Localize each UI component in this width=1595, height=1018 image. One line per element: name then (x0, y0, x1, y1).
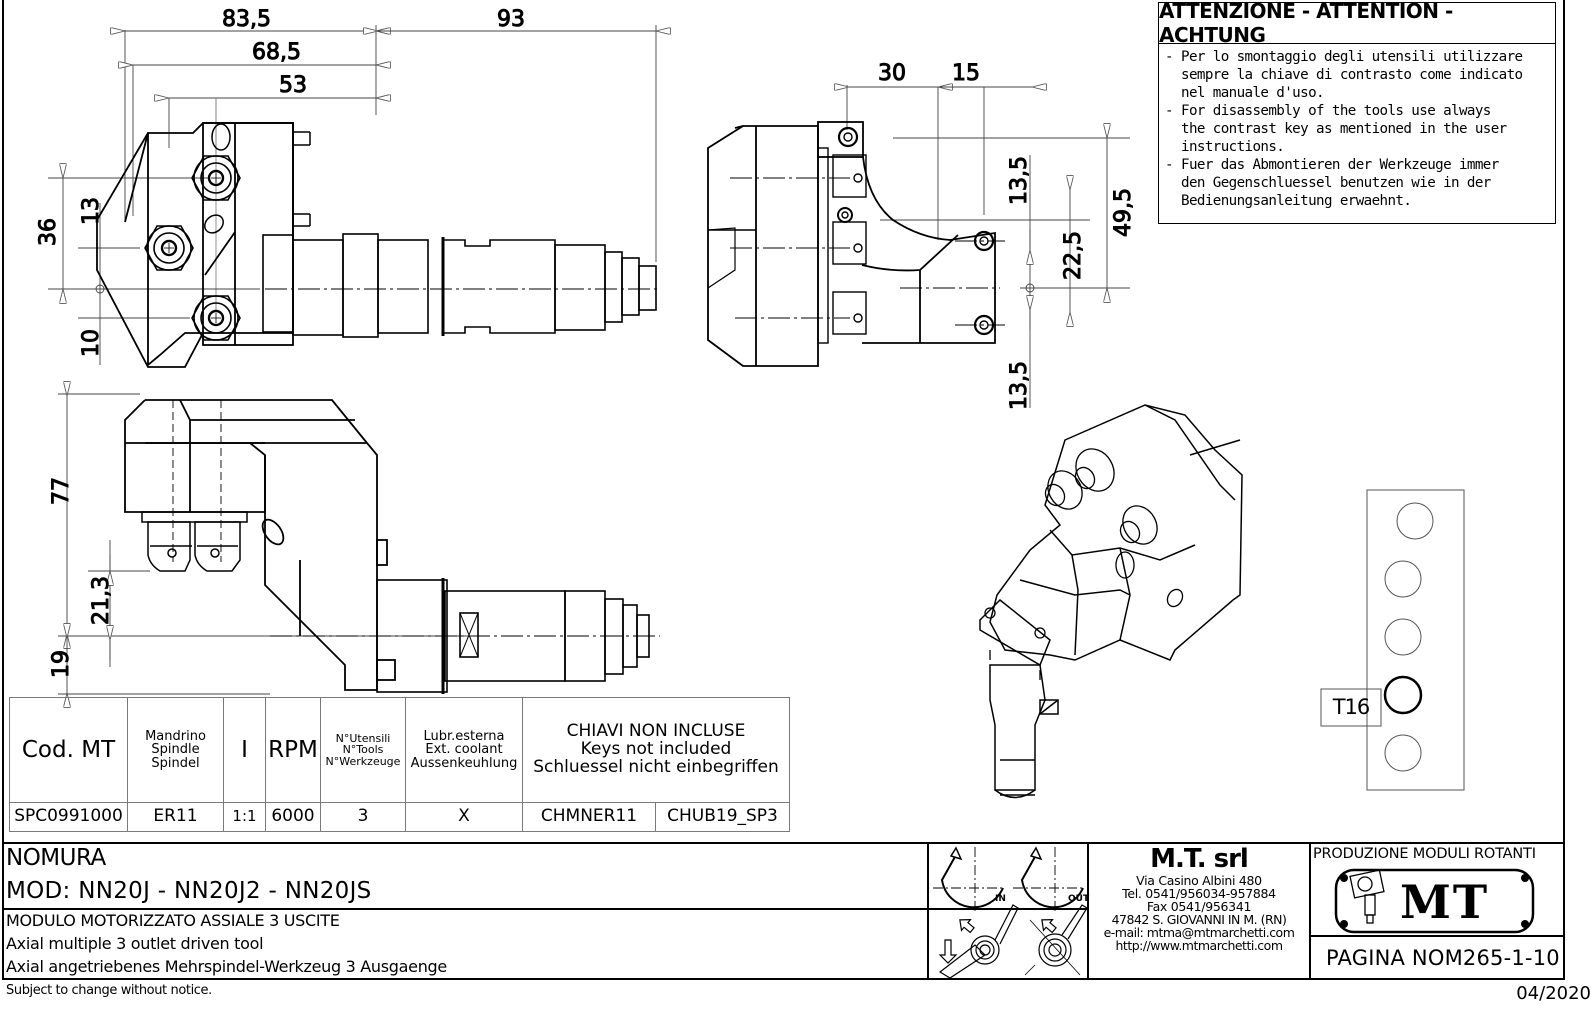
side-view-dimensions (847, 85, 1130, 408)
company-info: M.T. srl Via Casino Albini 480 Tel. 0541… (1089, 844, 1309, 952)
front-view-dimensions (48, 25, 656, 365)
svg-text:13,5: 13,5 (1007, 156, 1032, 205)
svg-text:19: 19 (49, 650, 74, 678)
turret-diagram (1320, 489, 1465, 791)
side-view: 30 15 13,5 49,5 22,5 13,5 (707, 61, 1137, 411)
model-list: MOD: NN20J - NN20J2 - NN20JS (6, 878, 372, 904)
header-cod: Cod. MT (9, 697, 128, 803)
svg-text:30: 30 (878, 61, 906, 86)
front-view: 83,5 93 68,5 53 36 13 10 (36, 7, 660, 368)
title-block-vline-2 (1087, 842, 1089, 979)
page-number: PAGINA NOM265-1-10 (1326, 946, 1560, 970)
footer-date: 04/2020 (1516, 983, 1591, 1004)
company-address: Via Casino Albini 480 (1136, 873, 1262, 888)
drawing-frame (2, 0, 1565, 980)
title-block-vline-1 (927, 842, 929, 979)
header-rpm: RPM (265, 697, 321, 803)
description-it: MODULO MOTORIZZATO ASSIALE 3 USCITE (6, 911, 340, 930)
turret-position (1384, 560, 1422, 598)
attention-box: ATTENZIONE - ATTENTION - ACHTUNG - Per l… (1158, 0, 1556, 224)
cell-key1: CHMNER11 (522, 802, 656, 832)
turret-position (1384, 734, 1422, 772)
title-block-vline-3 (1309, 842, 1311, 979)
rotation-direction-icons (933, 846, 1088, 979)
cell-tools: 3 (320, 802, 406, 832)
isometric-view (979, 404, 1243, 799)
svg-text:83,5: 83,5 (222, 7, 271, 32)
title-block-top-line (2, 842, 1563, 844)
attention-title: ATTENZIONE - ATTENTION - ACHTUNG (1159, 0, 1555, 47)
collet-nuts (144, 155, 241, 341)
company-fax: Fax 0541/956341 (1146, 899, 1252, 914)
company-name: M.T. srl (1150, 844, 1249, 874)
svg-text:49,5: 49,5 (1111, 188, 1136, 237)
turret-position (1384, 618, 1422, 656)
mt-logo-text: MT (1400, 875, 1489, 929)
cell-cod: SPC0991000 (9, 802, 128, 832)
svg-text:77: 77 (49, 477, 74, 505)
svg-text:21,3: 21,3 (89, 576, 114, 625)
description-en: Axial multiple 3 outlet driven tool (6, 934, 264, 953)
page-divider (1309, 935, 1563, 937)
top-view: 77 21,3 19 (49, 394, 660, 694)
company-email[interactable]: e-mail: mtma@mtmarchetti.com (1103, 925, 1295, 940)
rotation-out-label: OUT (1068, 894, 1090, 904)
turret-station-label: T16 (1332, 695, 1371, 719)
company-website[interactable]: http://www.mtmarchetti.com (1115, 938, 1284, 953)
attention-item-de: - Fuer das Abmontieren der Werkzeuge imm… (1165, 157, 1499, 209)
rotation-in-label: IN (995, 894, 1006, 904)
svg-text:10: 10 (79, 329, 104, 357)
svg-text:22,5: 22,5 (1061, 231, 1086, 280)
wrench-usage-correct-icon (938, 904, 1019, 979)
turret-position (1396, 502, 1434, 540)
cell-rpm: 6000 (265, 802, 321, 832)
top-view-dimensions (58, 394, 470, 694)
svg-text:53: 53 (279, 73, 307, 98)
svg-text:15: 15 (952, 61, 980, 86)
attention-item-en: - For disassembly of the tools use alway… (1165, 103, 1507, 155)
description-de: Axial angetriebenes Mehrspindel-Werkzeug… (6, 957, 447, 976)
svg-text:93: 93 (497, 7, 525, 32)
spec-table-row: SPC0991000 ER11 1:1 6000 3 X CHMNER11 CH… (9, 802, 790, 832)
cell-ratio: 1:1 (223, 802, 266, 832)
company-tel: Tel. 0541/956034-957884 (1122, 886, 1276, 901)
svg-text:68,5: 68,5 (252, 40, 301, 65)
svg-text:36: 36 (36, 218, 61, 246)
title-block-divider (2, 908, 927, 910)
brand-name: NOMURA (6, 845, 106, 871)
production-label: PRODUZIONE MODULI ROTANTI (1313, 846, 1536, 862)
svg-text:13,5: 13,5 (1007, 361, 1032, 410)
rotation-in-icon (933, 846, 1005, 913)
rotation-out-icon (1013, 846, 1084, 913)
mt-logo (1334, 868, 1535, 934)
wrench-usage-wrong-icon (1024, 904, 1088, 976)
company-city: 47842 S. GIOVANNI IN M. (RN) (1111, 912, 1287, 927)
footer-notice: Subject to change without notice. (6, 983, 212, 998)
turret-position-selected (1383, 675, 1423, 715)
cell-coolant: X (405, 802, 523, 832)
attention-body: - Per lo smontaggio degli utensili utili… (1159, 44, 1555, 210)
header-ratio: I (223, 697, 266, 803)
cell-key2: CHUB19_SP3 (655, 802, 790, 832)
attention-item-it: - Per lo smontaggio degli utensili utili… (1165, 49, 1523, 101)
cell-spindle: ER11 (127, 802, 224, 832)
icon-divider (927, 908, 1087, 910)
svg-text:13: 13 (79, 197, 104, 225)
